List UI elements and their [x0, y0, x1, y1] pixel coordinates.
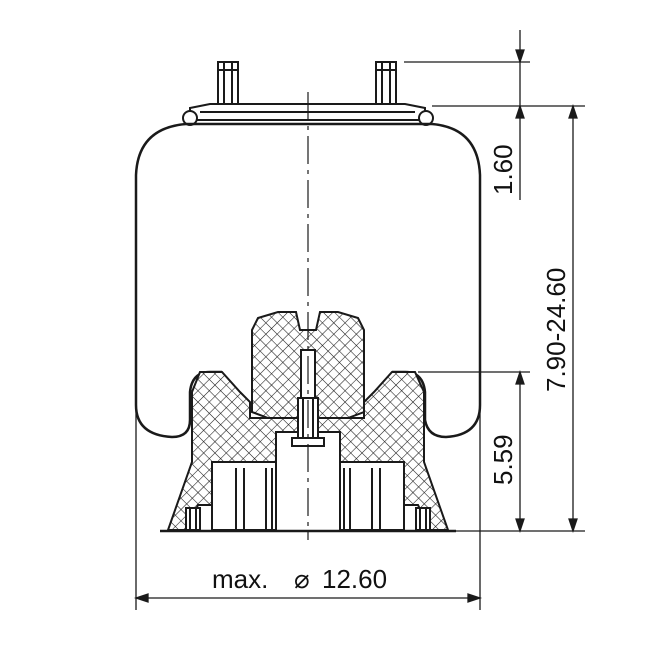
top-mounting-studs	[217, 61, 397, 113]
bellows	[134, 122, 482, 439]
dim-max-prefix: max.	[212, 564, 268, 594]
diameter-symbol: ⌀	[294, 564, 310, 594]
dim-piston-height-label: 5.59	[488, 434, 518, 485]
dim-max-diameter-label: max. ⌀ 12.60	[212, 564, 387, 594]
piston-inner-walls	[211, 432, 405, 531]
dim-max-value: 12.60	[322, 564, 387, 594]
bottom-studs	[185, 507, 431, 531]
left-stud	[217, 61, 239, 113]
dim-top-offset-label: 1.60	[488, 144, 518, 195]
dim-height-range-label: 7.90-24.60	[541, 268, 571, 392]
dimension-lines	[133, 30, 585, 610]
